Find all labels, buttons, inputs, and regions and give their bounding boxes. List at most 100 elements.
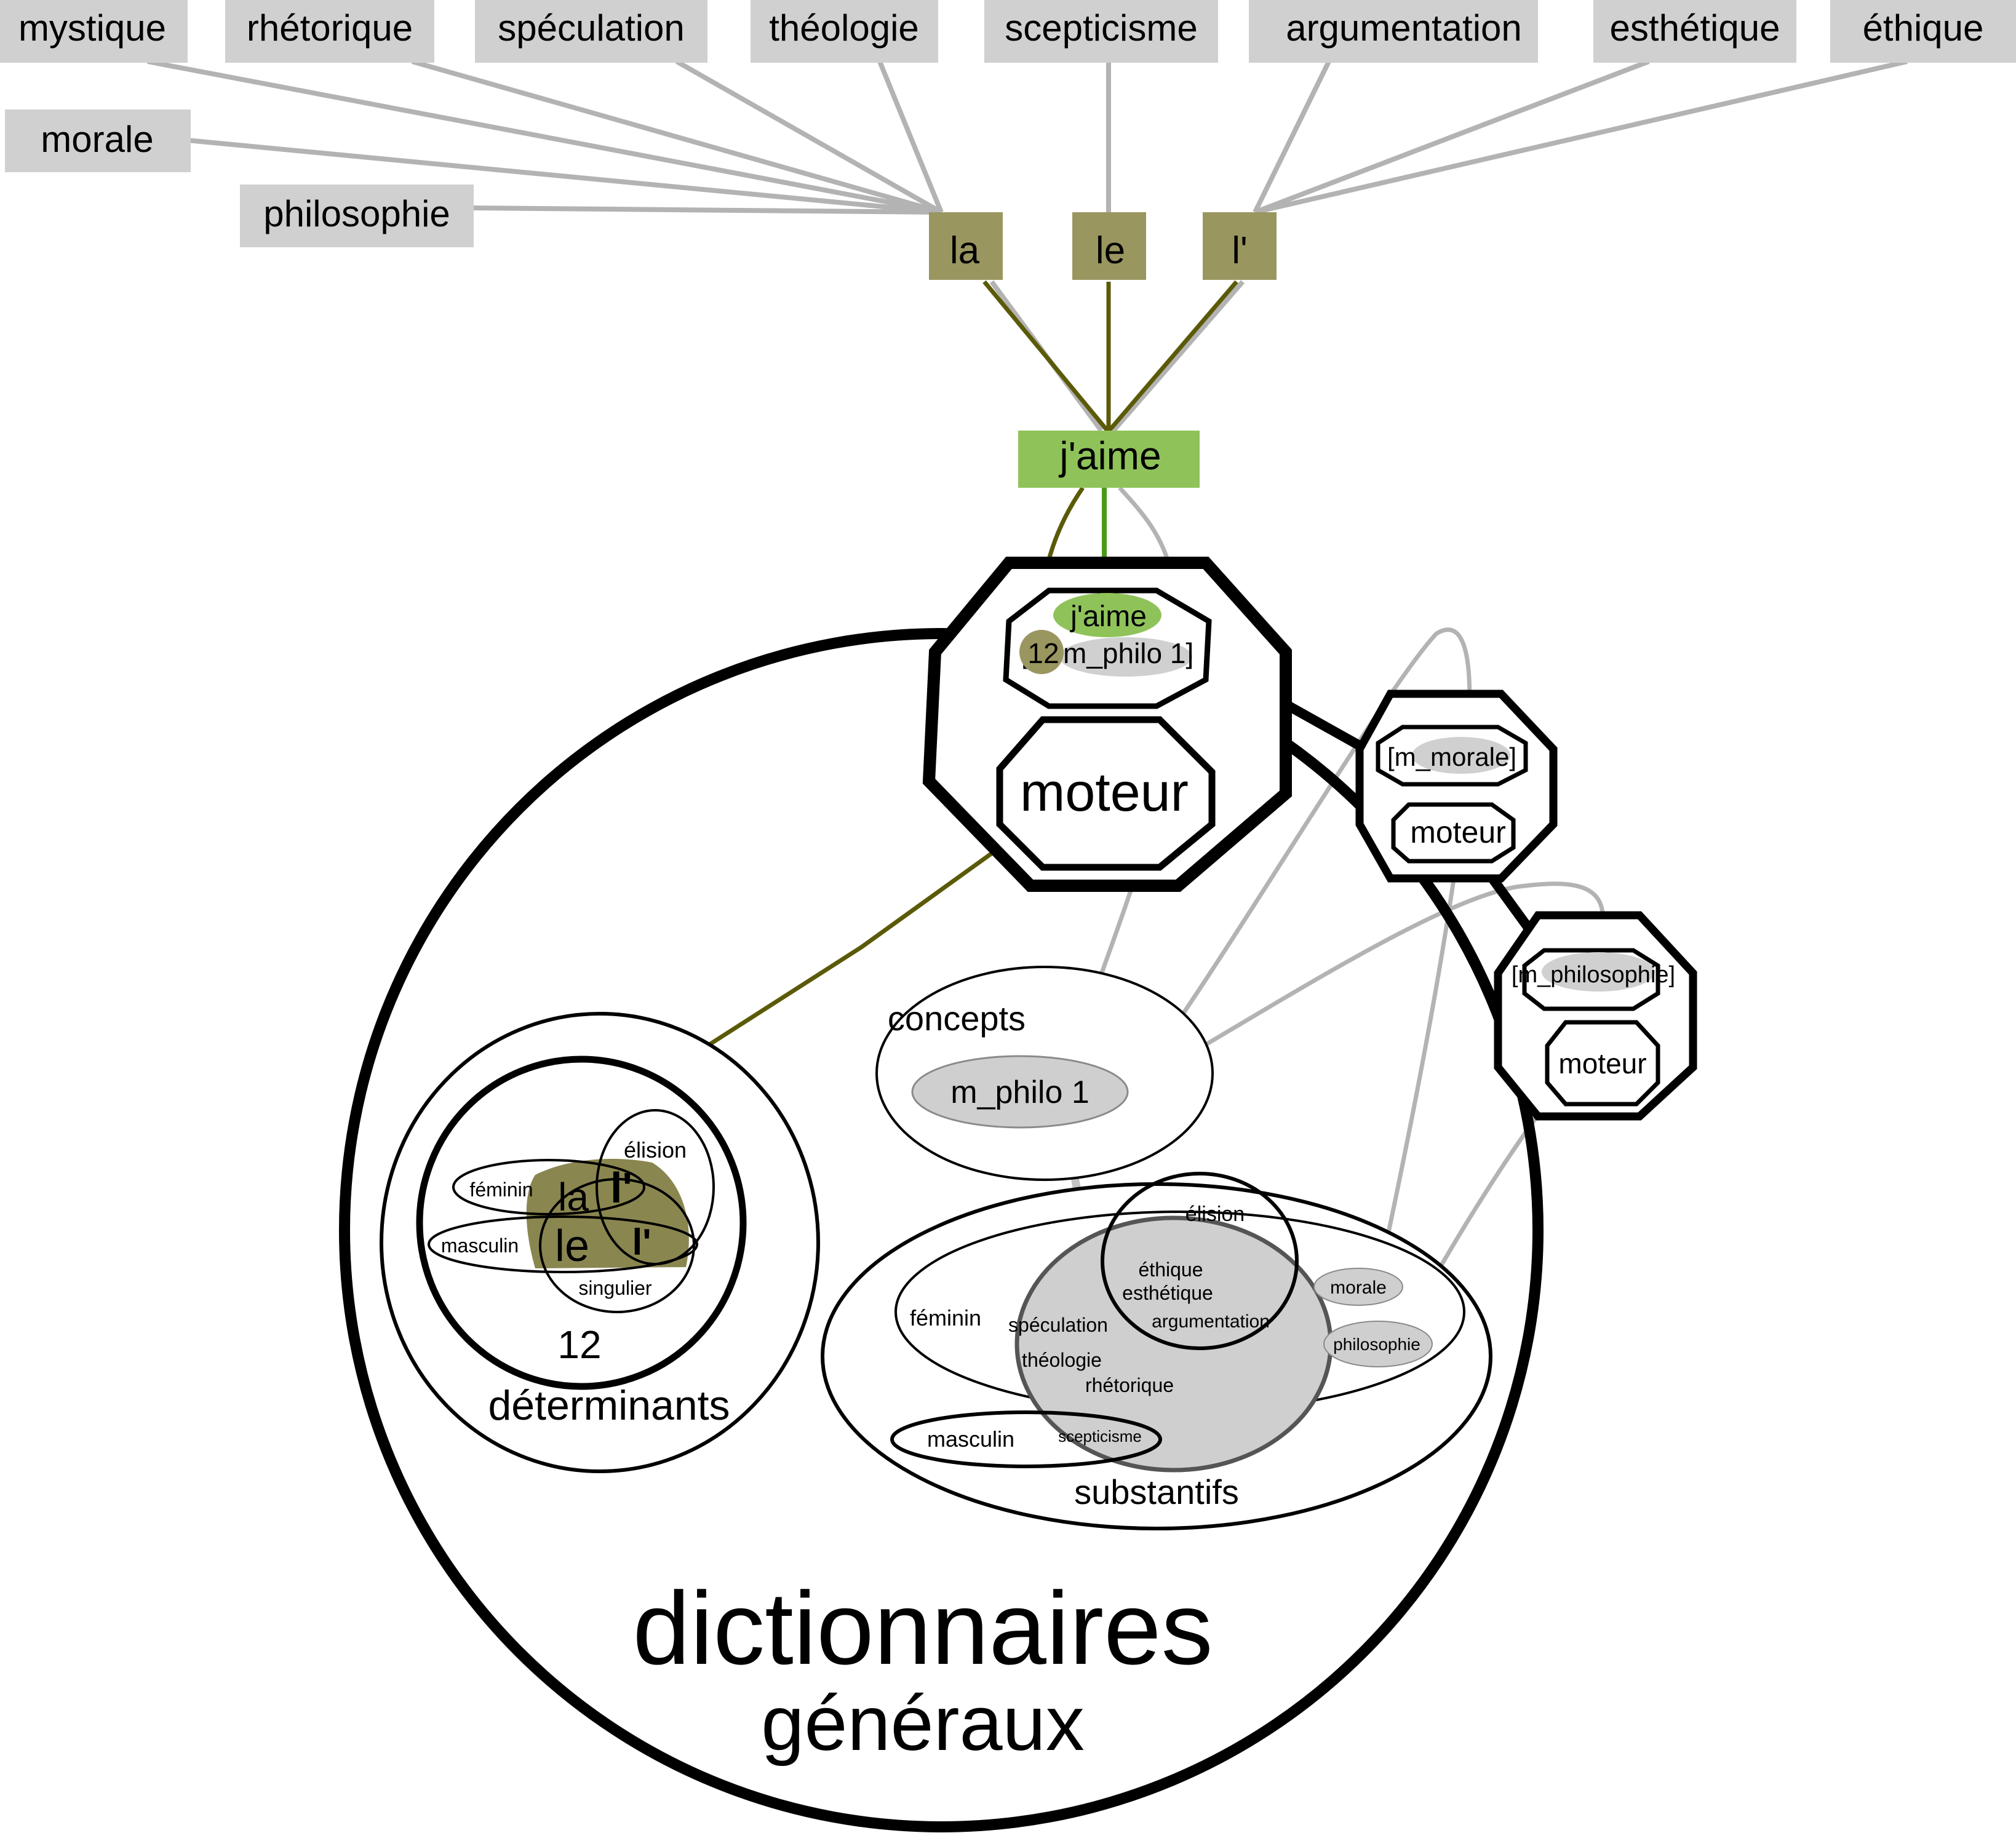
dictionaries-title: dictionnaires <box>632 1570 1213 1686</box>
left-words: morale philosophie <box>5 109 474 247</box>
concept-item-bubble <box>911 1055 1129 1129</box>
noun-argumentation: argumentation <box>1152 1311 1270 1332</box>
link-morale-la <box>187 138 942 215</box>
engine-morale-slot-highlight <box>1412 737 1510 774</box>
word-theologie: théologie <box>769 7 919 49</box>
noun-ethique: éthique <box>1139 1258 1203 1281</box>
set-masculine-nouns-label: masculin <box>927 1426 1014 1452</box>
link-concept-morale-slot <box>1129 627 1472 1091</box>
engine-philosophie-slot-label: [m_philosophie] <box>1512 962 1675 988</box>
link-ethique-l <box>1254 59 1908 215</box>
set-masculine-nouns <box>890 1410 1162 1468</box>
determinant-le: le <box>555 1222 589 1271</box>
word-speculation: spéculation <box>498 7 685 49</box>
word-box-philosophie <box>240 185 474 247</box>
noun-morale: morale <box>1330 1278 1387 1298</box>
link-la-verb <box>982 280 1109 432</box>
word-ethique: éthique <box>1863 7 1984 49</box>
noun-scepticisme: scepticisme <box>1058 1427 1142 1445</box>
word-box-argumentation <box>1249 0 1538 63</box>
engine-philosophie-inner <box>1545 1020 1660 1107</box>
set-elision-label: élision <box>624 1137 687 1163</box>
dictionaries-outline <box>339 628 1544 1832</box>
word-esthetique: esthétique <box>1610 7 1780 49</box>
word-rhetorique: rhétorique <box>247 7 413 49</box>
engine-morale-slot-label: [m_morale] <box>1387 742 1516 771</box>
verb-label: j'aime <box>1058 434 1161 478</box>
set-masculine-label: masculin <box>441 1235 519 1257</box>
determiner-boxes: la le l' <box>929 212 1277 280</box>
set-singular-label: singulier <box>578 1277 652 1299</box>
noun-theologie: théologie <box>1022 1349 1102 1371</box>
dictionaries-subtitle: généraux <box>761 1680 1084 1767</box>
main-engine: j'aime [ 12 m_philo 1] moteur <box>922 557 1292 892</box>
slot-number-marker <box>1019 630 1064 674</box>
set-masculine <box>428 1215 698 1273</box>
set-elision-nouns-label: élision <box>1185 1203 1245 1226</box>
determiner-l: l' <box>1232 229 1248 272</box>
word-box-esthetique <box>1593 0 1796 63</box>
word-box-theologie <box>751 0 938 63</box>
general-dictionaries: dictionnaires généraux <box>339 628 1544 1832</box>
determinant-la: la <box>558 1175 589 1219</box>
substantifs-set: élision féminin masculin éthique esthéti… <box>821 1172 1492 1530</box>
slot-highlight <box>1059 637 1192 677</box>
engine-philosophie-slot-highlight <box>1542 952 1655 992</box>
word-box-mystique <box>0 0 188 63</box>
engine-octagon <box>996 716 1216 871</box>
substantifs-label: substantifs <box>1074 1473 1239 1511</box>
concepts-set: concepts m_philo 1 <box>875 966 1214 1181</box>
set-elision-nouns <box>1101 1172 1299 1350</box>
word-box-scepticisme <box>984 0 1218 63</box>
determinants-selection <box>526 1159 689 1268</box>
link-mystique-la <box>147 59 942 215</box>
word-morale: morale <box>41 119 153 160</box>
engine-morale: [m_morale] moteur <box>1355 690 1558 883</box>
verb-node: j'aime <box>1018 431 1200 488</box>
link-theologie-la <box>877 60 944 213</box>
slot-label: m_philo 1] <box>1063 637 1193 669</box>
word-box-morale <box>5 109 191 172</box>
determiner-box-le <box>1072 212 1146 280</box>
engine-philosophie: [m_philosophie] moteur <box>1494 911 1697 1121</box>
noun-philosophie: philosophie <box>1333 1335 1420 1354</box>
concept-item-label: m_philo 1 <box>950 1075 1089 1110</box>
link-argumentation-l <box>1253 60 1331 213</box>
determinants-count: 12 <box>557 1322 601 1367</box>
set-singular <box>539 1178 695 1313</box>
noun-rhetorique: rhétorique <box>1085 1374 1174 1396</box>
engine-morale-inner <box>1391 802 1516 864</box>
noun-esthetique: esthétique <box>1122 1282 1213 1304</box>
noun-philosophie-bubble <box>1323 1321 1433 1367</box>
word-argumentation: argumentation <box>1286 7 1522 49</box>
determiner-box-l <box>1203 212 1277 280</box>
link-l-verb-shadow <box>1111 280 1245 432</box>
verb-tag-label: j'aime <box>1069 600 1147 633</box>
link-rhetorique-la <box>411 59 942 215</box>
word-box-ethique <box>1830 0 2016 63</box>
verb-tag <box>1053 593 1161 637</box>
word-box-speculation <box>475 0 707 63</box>
determiner-box-la <box>929 212 1003 280</box>
slot-number: 12 <box>1027 637 1059 669</box>
verb-box <box>1018 431 1200 488</box>
link-esthetique-l <box>1254 59 1650 215</box>
engine-label: moteur <box>1020 761 1189 822</box>
link-l-verb <box>1107 280 1238 432</box>
chain-main-morale <box>1283 700 1365 752</box>
determiner-la: la <box>950 229 980 272</box>
determinants-set: élision féminin masculin singulier la l'… <box>380 1012 820 1473</box>
determiner-le: le <box>1096 229 1125 272</box>
word-philosophie: philosophie <box>263 193 450 234</box>
set-feminine-label: féminin <box>469 1179 533 1201</box>
link-concept-philosophie-slot <box>1134 881 1605 1088</box>
engine-philosophie-label: moteur <box>1558 1048 1646 1080</box>
determinant-l-feminine: l' <box>610 1164 632 1212</box>
determinants-label: déterminants <box>488 1382 730 1429</box>
top-words: mystique rhétorique spéculation théologi… <box>0 0 2016 63</box>
set-feminine-nouns-label: féminin <box>910 1305 981 1330</box>
word-box-rhetorique <box>225 0 434 63</box>
word-scepticisme: scepticisme <box>1005 7 1197 49</box>
word-mystique: mystique <box>18 7 166 49</box>
